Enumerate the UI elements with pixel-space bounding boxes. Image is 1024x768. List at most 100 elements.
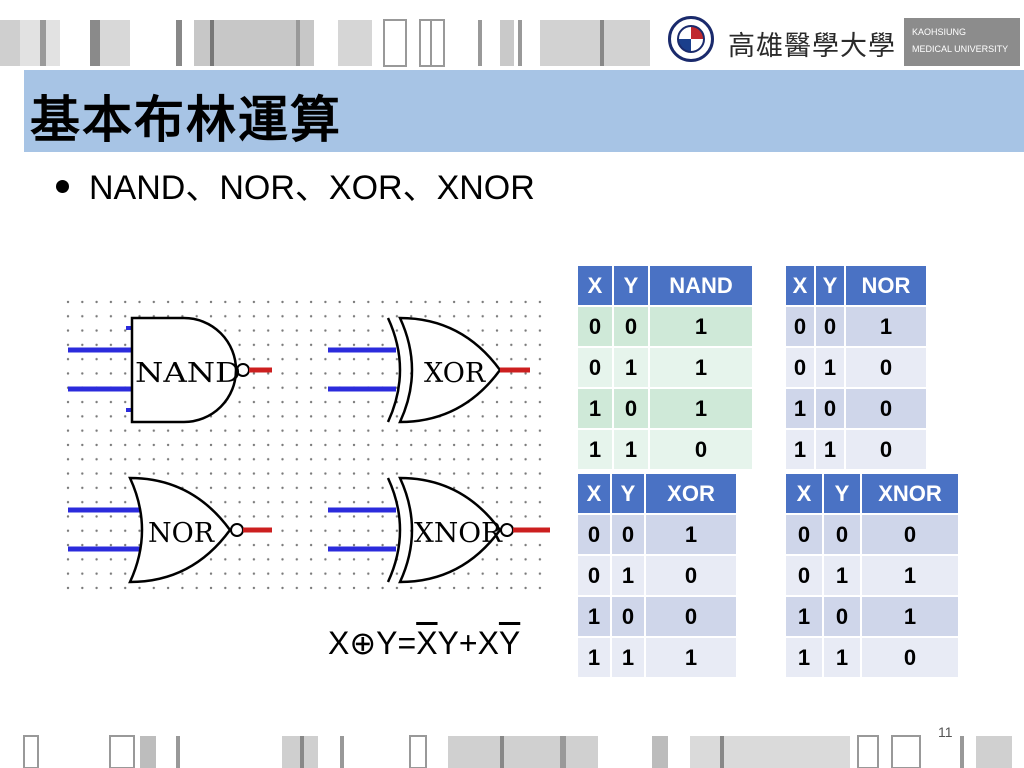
table-cell: 1 xyxy=(822,636,862,679)
table-cell: 1 xyxy=(610,636,646,679)
table-cell: 1 xyxy=(860,595,960,638)
column-header: Y xyxy=(610,472,646,515)
column-header: X xyxy=(576,264,614,307)
table-cell: 1 xyxy=(784,387,816,430)
university-seal-icon xyxy=(668,16,714,62)
column-header: X xyxy=(784,264,816,307)
column-header: X xyxy=(784,472,824,515)
table-cell: 1 xyxy=(860,554,960,597)
table-cell: 0 xyxy=(814,305,846,348)
nand-gate-label: NAND xyxy=(135,358,241,389)
table-cell: 0 xyxy=(844,387,928,430)
table-cell: 0 xyxy=(844,428,928,471)
page-number: 11 xyxy=(938,724,953,740)
university-name-en-line1: KAOHSIUNG xyxy=(912,27,967,37)
nor-gate-label: NOR xyxy=(148,518,215,549)
table-cell: 0 xyxy=(648,428,754,471)
page-title: 基本布林運算 xyxy=(30,90,342,149)
bullet-item: NAND、NOR、XOR、XNOR xyxy=(56,160,535,209)
table-cell: 0 xyxy=(576,513,612,556)
university-name-en-line2: MEDICAL UNIVERSITY xyxy=(912,44,1009,54)
table-cell: 0 xyxy=(822,513,862,556)
table-cell: 1 xyxy=(844,305,928,348)
table-cell: 1 xyxy=(648,346,754,389)
table-cell: 0 xyxy=(612,305,650,348)
university-logo: 高雄醫學大學 xyxy=(660,12,895,66)
bullet-icon xyxy=(56,179,69,193)
table-cell: 1 xyxy=(576,387,614,430)
university-name: 高雄醫學大學 xyxy=(728,31,896,62)
xnor-gate-label: XNOR xyxy=(414,518,503,549)
table-cell: 1 xyxy=(576,636,612,679)
column-header: XNOR xyxy=(860,472,960,515)
header-decoration xyxy=(0,19,650,67)
table-cell: 0 xyxy=(822,595,862,638)
xor-formula: X⊕Y=XY+XY xyxy=(328,624,520,662)
table-cell: 0 xyxy=(860,636,960,679)
table-cell: 0 xyxy=(576,305,614,348)
table-cell: 1 xyxy=(822,554,862,597)
table-cell: 0 xyxy=(784,554,824,597)
table-cell: 0 xyxy=(644,595,738,638)
table-cell: 0 xyxy=(610,513,646,556)
table-cell: 1 xyxy=(648,387,754,430)
table-cell: 0 xyxy=(576,554,612,597)
table-cell: 0 xyxy=(844,346,928,389)
column-header: Y xyxy=(612,264,650,307)
table-cell: 0 xyxy=(784,346,816,389)
logic-gate-diagram: NAND XOR NOR XNOR xyxy=(66,300,552,592)
table-cell: 0 xyxy=(612,387,650,430)
formula-term1-plain: Y xyxy=(437,625,459,661)
table-cell: 1 xyxy=(576,595,612,638)
xor-gate-label: XOR xyxy=(424,358,486,389)
table-cell: 0 xyxy=(644,554,738,597)
column-header: Y xyxy=(822,472,862,515)
column-header: NOR xyxy=(844,264,928,307)
table-cell: 0 xyxy=(610,595,646,638)
table-cell: 1 xyxy=(814,428,846,471)
table-cell: 0 xyxy=(784,513,824,556)
table-cell: 1 xyxy=(610,554,646,597)
xnor-gate: XNOR xyxy=(328,476,550,584)
table-cell: 1 xyxy=(784,595,824,638)
slide-header: 高雄醫學大學 KAOHSIUNG MEDICAL UNIVERSITY xyxy=(0,0,1024,70)
bullet-text: NAND、NOR、XOR、XNOR xyxy=(89,169,535,207)
column-header: Y xyxy=(814,264,846,307)
table-cell: 1 xyxy=(612,428,650,471)
formula-lhs: X⊕Y= xyxy=(328,625,417,661)
table-cell: 1 xyxy=(784,636,824,679)
table-cell: 1 xyxy=(648,305,754,348)
column-header: X xyxy=(576,472,612,515)
table-cell: 0 xyxy=(860,513,960,556)
footer-decoration xyxy=(23,735,1012,768)
column-header: NAND xyxy=(648,264,754,307)
table-cell: 1 xyxy=(814,346,846,389)
formula-term2-negated: Y xyxy=(498,625,521,661)
table-cell: 1 xyxy=(576,428,614,471)
nand-gate: NAND xyxy=(68,316,272,424)
table-cell: 0 xyxy=(576,346,614,389)
xor-gate: XOR xyxy=(328,316,530,424)
nor-gate: NOR xyxy=(68,476,272,584)
